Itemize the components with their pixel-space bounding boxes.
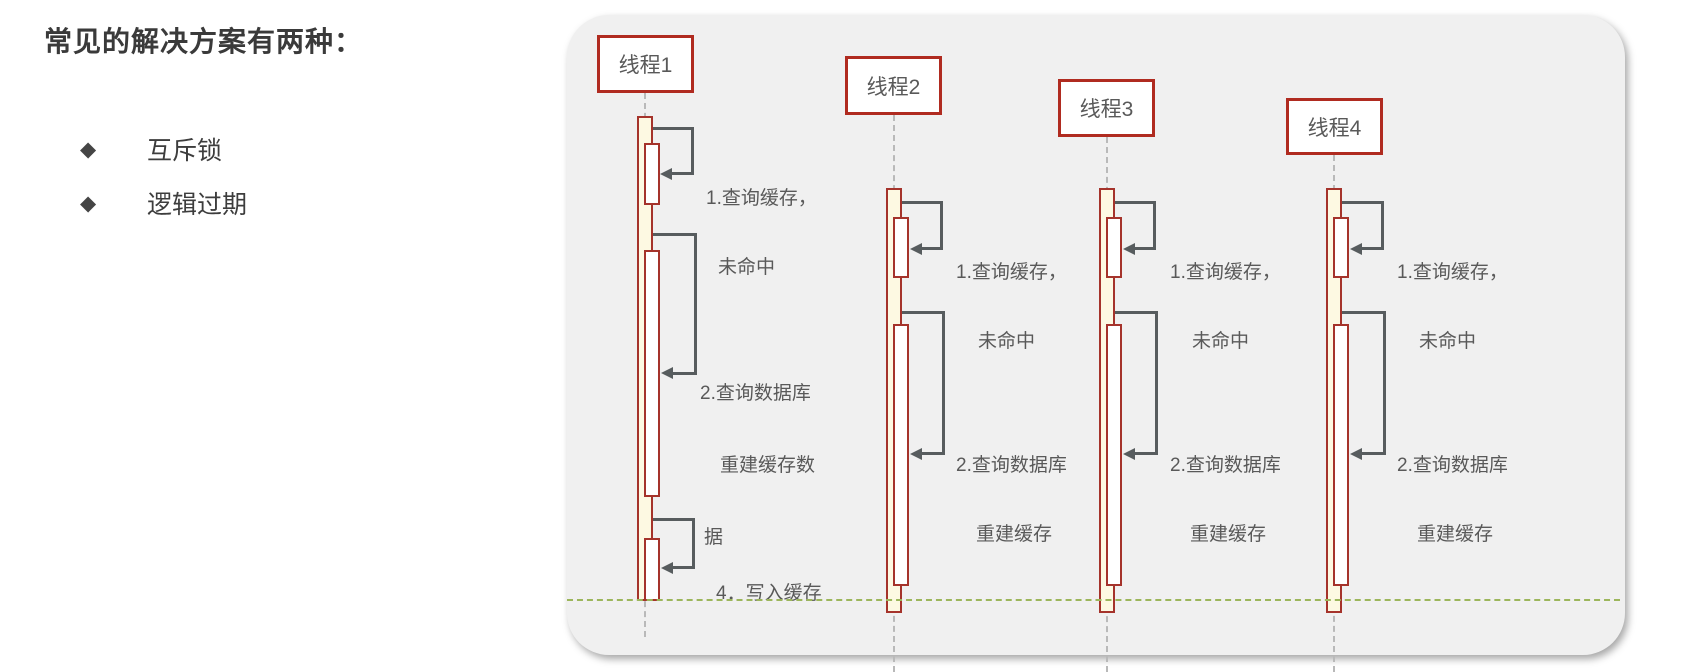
bullet-item-logical-expire: ◆ 逻辑过期 (80, 185, 247, 221)
thread-2-msg1-arrowhead-icon (910, 243, 922, 255)
thread-3-msg2-label: 2.查询数据库 重建缓存 (1170, 455, 1281, 545)
thread-2-nested-activation-2 (893, 324, 909, 586)
thread-3-msg1-arrowhead-icon (1123, 243, 1135, 255)
thread-4-msg2-arrow-bottom (1361, 452, 1386, 455)
thread-2-label: 线程2 (866, 75, 921, 99)
thread-3-msg1-arrow-side (1153, 201, 1156, 250)
thread-3-msg2-arrow-top (1115, 311, 1158, 314)
thread-4-nested-activation-1 (1333, 217, 1349, 278)
thread-1-msg2-arrow-bottom (672, 372, 697, 375)
bullet-item-mutex: ◆ 互斥锁 (80, 131, 222, 167)
bullet-label: 逻辑过期 (147, 191, 248, 219)
thread-1-msg3-arrow-side (692, 518, 695, 569)
diamond-bullet-icon: ◆ (80, 191, 97, 215)
thread-1-msg1-arrow-bottom (671, 172, 694, 175)
thread-4-box: 线程4 (1286, 98, 1383, 155)
slide-title: 常见的解决方案有两种： (44, 26, 364, 57)
thread-1-msg3-arrow-bottom (672, 566, 695, 569)
thread-2-msg2-arrow-top (902, 311, 945, 314)
thread-2-msg2-arrow-bottom (921, 452, 945, 455)
thread-4-msg2-arrow-top (1342, 311, 1386, 314)
thread-1-msg1-label: 1.查询缓存， 未命中 (706, 188, 817, 278)
thread-1-msg3-arrow-top (653, 518, 695, 521)
thread-1-box: 线程1 (597, 35, 694, 93)
thread-4-msg2-label: 2.查询数据库 重建缓存 (1397, 455, 1508, 545)
thread-1-msg2-arrow-side (694, 233, 697, 375)
thread-1-msg1-arrow-top (653, 127, 694, 130)
thread-3-msg2-arrowhead-icon (1123, 448, 1135, 460)
thread-4-label: 线程4 (1307, 116, 1362, 140)
thread-2-box: 线程2 (845, 56, 942, 115)
thread-1-msg2-arrow-top (653, 233, 697, 236)
thread-1-msg1-arrowhead-icon (660, 168, 672, 180)
thread-4-msg1-arrow-side (1381, 201, 1384, 250)
thread-1-msg2-label: 2.查询数据库 重建缓存数 据 (700, 383, 816, 548)
thread-4-msg2-arrow-side (1383, 311, 1386, 455)
thread-3-nested-activation-1 (1106, 217, 1122, 278)
thread-4-nested-activation-2 (1333, 324, 1349, 586)
thread-2-msg1-label: 1.查询缓存， 未命中 (956, 262, 1067, 352)
thread-4-msg1-arrowhead-icon (1350, 243, 1362, 255)
bullet-label: 互斥锁 (147, 137, 223, 165)
thread-3-label: 线程3 (1079, 98, 1134, 121)
thread-1-msg3-arrowhead-icon (661, 562, 673, 574)
thread-2-msg1-arrow-bottom (921, 247, 943, 250)
thread-3-box: 线程3 (1058, 79, 1155, 137)
thread-2-msg1-arrow-top (902, 201, 943, 204)
thread-2-msg1-arrow-side (940, 201, 943, 250)
thread-2-msg2-label: 2.查询数据库 重建缓存 (956, 455, 1067, 545)
thread-3-nested-activation-2 (1106, 324, 1122, 586)
thread-1-label: 线程1 (618, 54, 673, 77)
diamond-bullet-icon: ◆ (80, 137, 97, 161)
thread-1-msg1-arrow-side (691, 127, 694, 175)
thread-4-msg1-arrow-bottom (1361, 247, 1384, 250)
thread-1-msg2-arrowhead-icon (661, 367, 673, 379)
thread-3-msg2-arrow-bottom (1134, 452, 1158, 455)
thread-4-msg2-arrowhead-icon (1350, 448, 1362, 460)
thread-3-msg1-arrow-bottom (1134, 247, 1156, 250)
thread-2-nested-activation-1 (893, 217, 909, 278)
thread-3-msg1-arrow-top (1115, 201, 1156, 204)
thread-3-msg1-label: 1.查询缓存， 未命中 (1170, 262, 1281, 352)
thread-1-nested-activation-2 (644, 250, 660, 497)
thread-1-nested-activation-1 (644, 143, 660, 205)
thread-2-msg2-arrowhead-icon (910, 448, 922, 460)
thread-1-msg3-label: 4．写入缓存 (716, 583, 822, 604)
timeline-dashed-line (567, 599, 1620, 601)
thread-4-msg1-label: 1.查询缓存， 未命中 (1397, 262, 1508, 352)
thread-3-msg2-arrow-side (1155, 311, 1158, 455)
thread-4-msg1-arrow-top (1342, 201, 1384, 204)
thread-1-nested-activation-3 (644, 538, 660, 601)
thread-2-msg2-arrow-side (942, 311, 945, 455)
